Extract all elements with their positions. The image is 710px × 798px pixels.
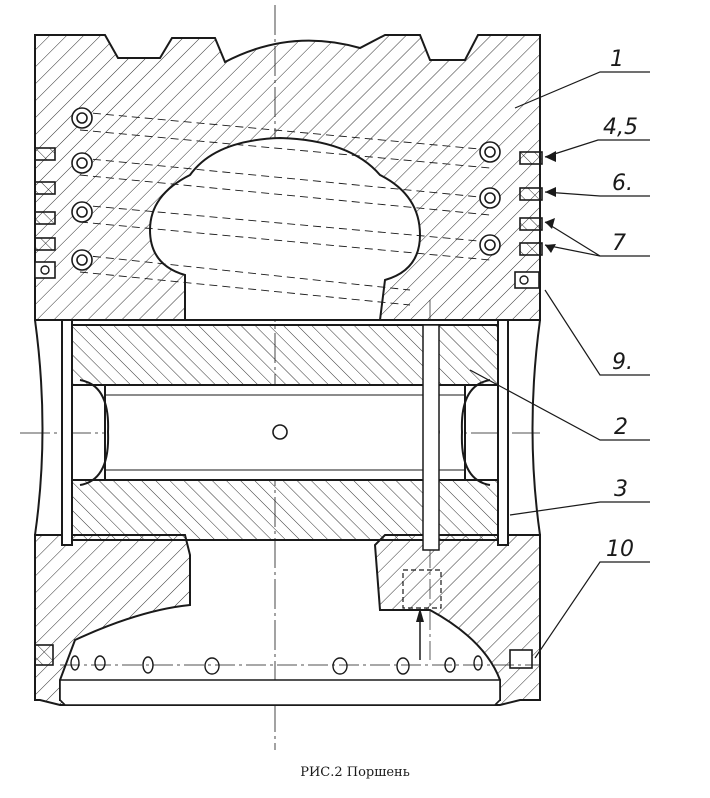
cooling-holes-right	[479, 141, 501, 256]
callout-6: 6.	[612, 171, 633, 196]
figure-caption: РИС.2 Поршень	[300, 765, 410, 780]
lower-ring-right	[509, 649, 533, 669]
cooling-holes-left	[71, 107, 93, 271]
pin-plug-left	[79, 379, 110, 486]
callout-10: 10	[606, 537, 634, 562]
oil-flow-arrowhead	[416, 608, 424, 622]
callout-2: 2	[614, 415, 628, 440]
piston-rings-right	[519, 151, 543, 256]
oil-ring-right	[514, 271, 540, 289]
pin-plug-right	[460, 379, 491, 486]
pin-center-hole	[272, 424, 288, 440]
oil-ring-left	[34, 261, 56, 279]
callout-3: 3	[614, 477, 628, 502]
skirt-bottom-rim	[59, 679, 501, 706]
cooling-gallery-lines	[79, 111, 491, 306]
callout-7: 7	[612, 231, 626, 256]
piston-rings-left	[34, 147, 56, 251]
callout-9: 9.	[612, 350, 633, 375]
oil-ring-left-spring	[40, 265, 50, 275]
oil-channel-plug	[402, 569, 442, 609]
combustion-cavity	[148, 136, 422, 321]
pin-retainer-left	[61, 319, 73, 546]
lower-ring-left	[34, 644, 54, 666]
callout-1: 1	[610, 47, 624, 72]
oil-channel	[422, 324, 440, 551]
callout-4-5: 4,5	[603, 115, 638, 140]
pin-retainer-right	[497, 319, 509, 546]
skirt-right-wall	[531, 319, 541, 536]
callout-arrowheads	[545, 151, 556, 253]
skirt-left-wall	[34, 319, 44, 536]
oil-ring-right-spring	[519, 275, 529, 285]
